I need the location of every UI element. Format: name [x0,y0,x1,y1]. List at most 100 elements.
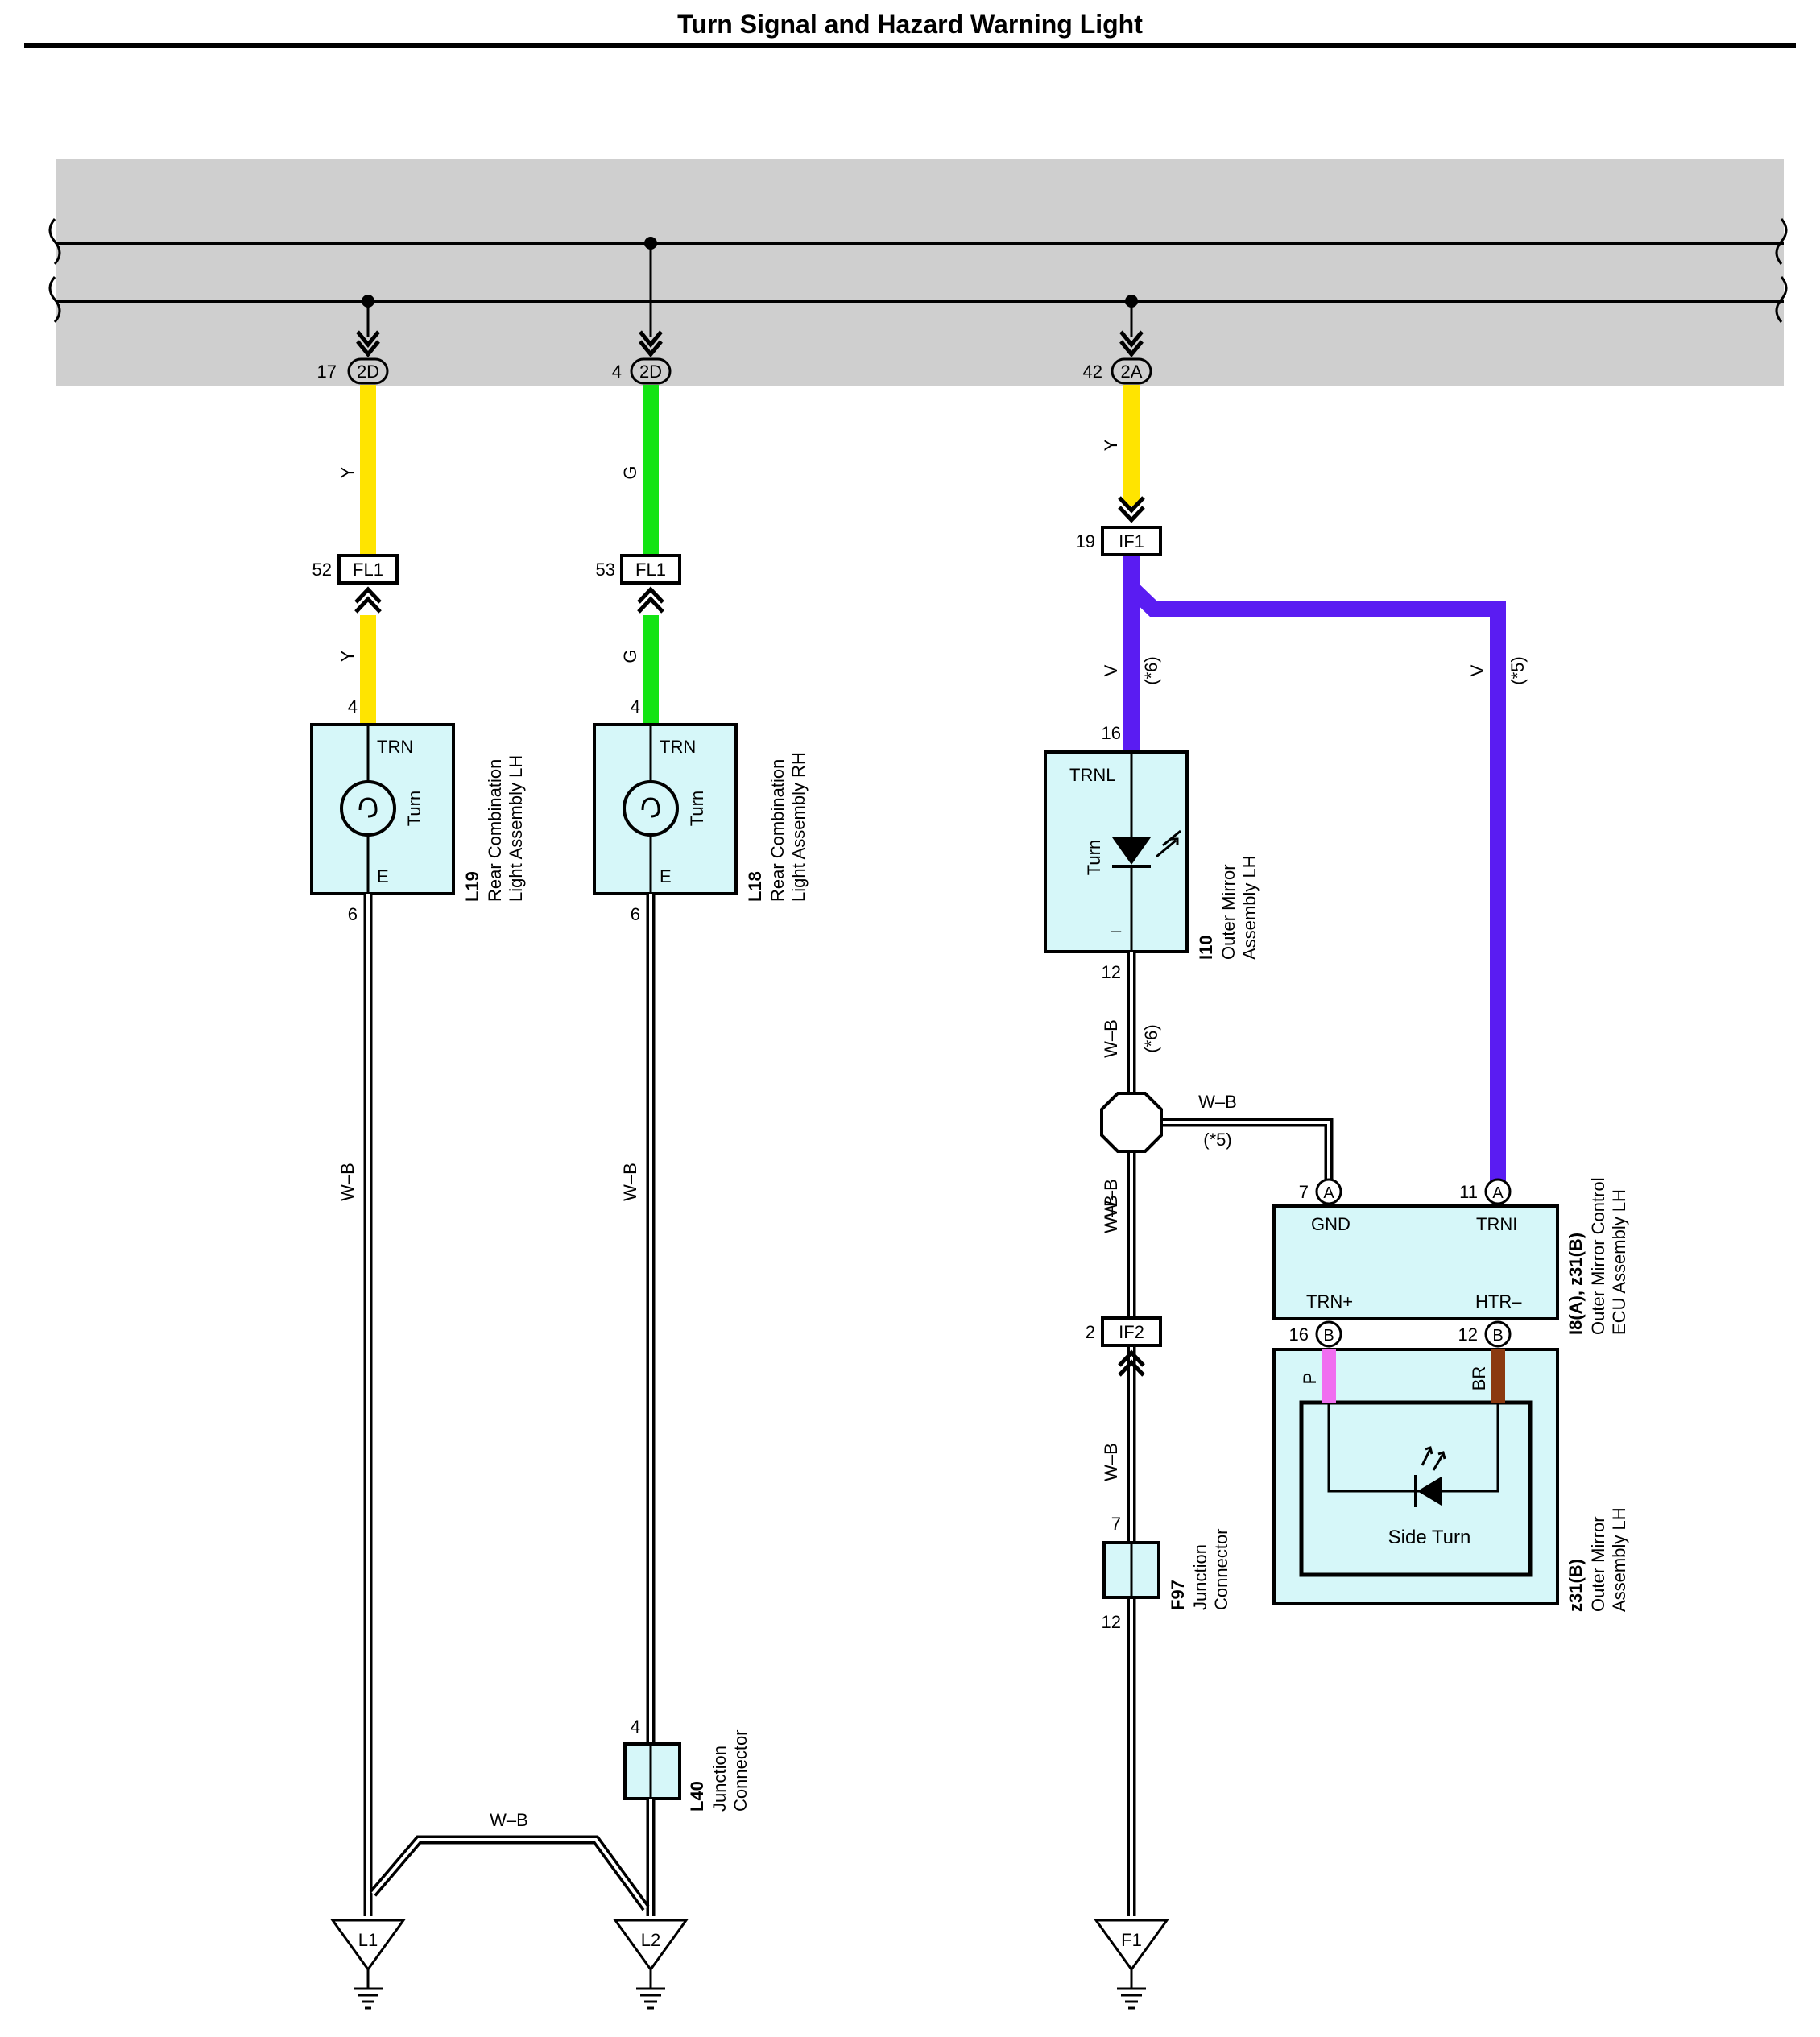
svg-text:Junction: Junction [1190,1544,1210,1610]
wire-label-wb: W–B [620,1163,640,1201]
svg-text:Side Turn: Side Turn [1388,1527,1471,1548]
wire-label-wb: W–B [490,1810,528,1830]
ground-l2: L2 [613,1919,689,2010]
component-ecu: 7 A 11 A GND TRNI TRN+ HTR– 16 B 12 B I8… [1272,1177,1629,1348]
svg-text:6: 6 [631,904,640,924]
svg-text:FL1: FL1 [353,560,383,580]
component-l40: 4 L40 Junction Connector [623,1717,751,1812]
svg-text:B: B [1323,1327,1334,1345]
component-l18: 4 TRN Turn E 6 L18 Rear Combination Ligh… [593,696,809,924]
bus-connector-42-2A: 2A 42 [1083,330,1152,385]
circuit-l18: G FL1 53 G 4 TRN Turn E 6 L18 Rear Combi… [369,385,809,2010]
led-symbol [1417,1477,1442,1506]
svg-text:L40: L40 [687,1781,707,1812]
circuit-l19: Y FL1 52 Y 4 TRN Turn E 6 L19 Rear Combi… [310,385,526,2010]
power-bus: 2D 17 2D 4 2A 42 [48,159,1788,386]
svg-text:2: 2 [1086,1322,1095,1342]
splice-point [1100,1092,1163,1153]
svg-text:A: A [1492,1184,1504,1202]
svg-text:2A: 2A [1121,362,1143,382]
svg-text:Light Assembly LH: Light Assembly LH [506,755,526,902]
svg-text:Connector: Connector [730,1729,751,1812]
wire-note: (*5) [1203,1130,1231,1150]
svg-text:–: – [1111,920,1122,940]
svg-text:FL1: FL1 [635,560,666,580]
wire-label-wb: W–B [1198,1092,1237,1112]
svg-text:TRNL: TRNL [1069,765,1115,785]
svg-text:Light Assembly RH: Light Assembly RH [788,752,809,902]
svg-text:Assembly LH: Assembly LH [1609,1507,1629,1612]
svg-text:Connector: Connector [1211,1528,1231,1610]
wire-label-wb: W–B [1101,1195,1121,1233]
svg-text:A: A [1323,1184,1334,1202]
component-i10: 16 TRNL Turn – 12 I10 Outer Mirror Assem… [1044,723,1260,982]
inline-connector-53-FL1: FL1 53 [596,554,681,614]
svg-text:Outer Mirror: Outer Mirror [1588,1516,1608,1612]
svg-text:4: 4 [612,362,622,382]
svg-text:7: 7 [1299,1182,1309,1202]
svg-text:7: 7 [1111,1514,1121,1534]
wire-note: (*5) [1508,656,1528,684]
svg-text:Junction: Junction [709,1746,730,1812]
wire-label-wb: W–B [337,1163,358,1201]
wire-label-p: P [1300,1373,1320,1385]
wire-label-y: Y [337,650,358,662]
svg-text:I8(A), z31(B): I8(A), z31(B) [1566,1233,1586,1335]
svg-text:6: 6 [348,904,358,924]
wire-wb-branch [1131,1118,1334,1192]
svg-text:17: 17 [317,362,337,382]
wire-label-v: V [1467,664,1487,676]
svg-text:TRN: TRN [660,737,696,757]
bus-break-left-lower [48,276,61,323]
svg-text:16: 16 [1102,723,1121,743]
bus-connector-4-2D: 2D 4 [612,330,672,385]
svg-text:Turn: Turn [687,791,707,826]
svg-text:IF2: IF2 [1119,1322,1144,1342]
bus-background [56,159,1784,386]
lamp-filament [641,797,660,818]
bus-break-right-lower [1775,276,1788,323]
wire-note: (*6) [1141,1024,1161,1052]
inline-connector-2-IF2: IF2 2 [1086,1316,1162,1377]
svg-text:E: E [660,866,672,886]
svg-text:Outer Mirror Control: Outer Mirror Control [1588,1177,1608,1335]
svg-text:52: 52 [312,560,332,580]
diagram-title: Turn Signal and Hazard Warning Light [677,10,1143,39]
svg-text:L18: L18 [745,871,765,902]
svg-text:TRN: TRN [377,737,413,757]
svg-text:TRN+: TRN+ [1306,1291,1353,1312]
svg-text:HTR–: HTR– [1475,1291,1522,1312]
wire-note: (*6) [1141,656,1161,684]
svg-text:2D: 2D [357,362,379,382]
svg-text:4: 4 [631,1717,640,1737]
bus-break-right-upper [1775,218,1788,265]
inline-connector-52-FL1: FL1 52 [312,554,399,614]
lamp-filament [358,797,378,818]
component-f97: 7 12 F97 Junction Connector [1102,1514,1231,1632]
circuit-mirror: Y IF1 19 V (*6) V (*5) 16 TRNL Turn – [1044,385,1629,2010]
svg-text:ECU Assembly LH: ECU Assembly LH [1609,1189,1629,1335]
wire-label-wb: W–B [1101,1019,1121,1058]
wire-v [1123,556,1506,1182]
wire-wb-bridge [369,1835,650,1911]
svg-text:L2: L2 [641,1930,660,1950]
svg-text:Assembly LH: Assembly LH [1239,855,1260,960]
ground-f1: F1 [1094,1919,1169,2010]
svg-text:GND: GND [1311,1214,1351,1234]
wire-label-y: Y [1101,439,1121,451]
svg-text:19: 19 [1076,531,1095,552]
svg-text:F1: F1 [1121,1930,1142,1950]
svg-text:E: E [377,866,389,886]
component-z31b: P BR Side Turn z31(B) Outer Mirror Assem… [1272,1348,1629,1612]
wire-label-wb: W–B [1101,1179,1121,1217]
svg-text:Rear Combination: Rear Combination [485,759,505,902]
title-rule [24,43,1796,48]
svg-text:Turn: Turn [1084,840,1104,875]
svg-text:53: 53 [596,560,615,580]
svg-text:12: 12 [1102,1612,1121,1632]
svg-text:11: 11 [1459,1182,1478,1202]
wire-label-v: V [1101,664,1121,676]
svg-text:4: 4 [631,696,640,717]
wire-label-br: BR [1469,1366,1489,1391]
